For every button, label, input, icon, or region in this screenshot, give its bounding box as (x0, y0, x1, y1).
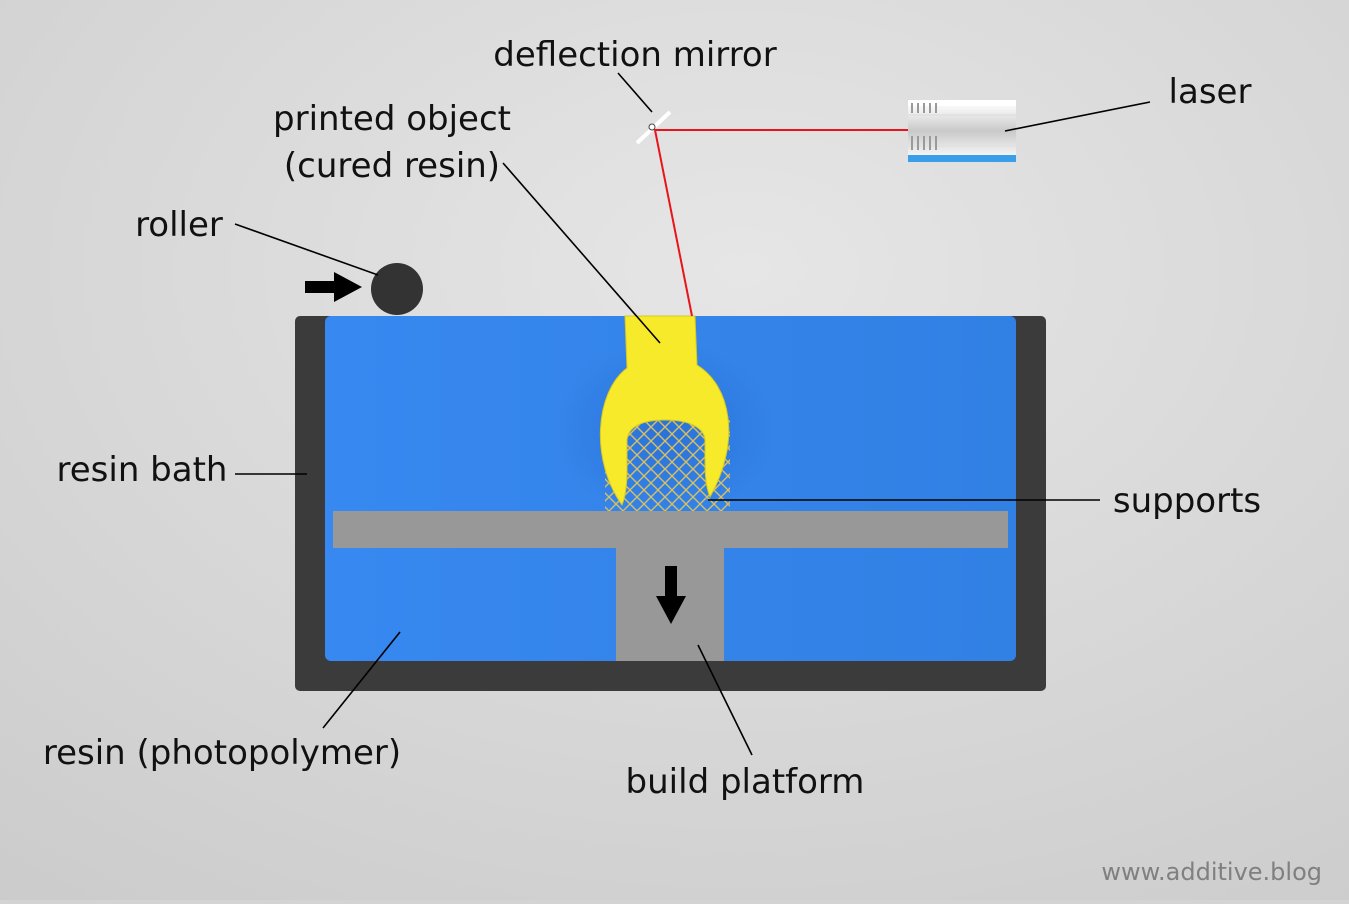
laser-device-icon (908, 100, 1016, 162)
label-deflection-mirror: deflection mirror (493, 35, 776, 75)
label-printed-object: printed object (273, 99, 511, 139)
label-cured-resin: (cured resin) (284, 146, 500, 186)
leader-roller (234, 223, 379, 276)
leader-printed-object (502, 162, 661, 344)
label-resin: resin (photopolymer) (43, 733, 401, 773)
label-resin-bath: resin bath (57, 450, 228, 490)
label-laser: laser (1169, 72, 1252, 112)
printed-object (599, 315, 730, 507)
leader-lines (234, 72, 1151, 756)
watermark: www.additive.blog (1101, 858, 1322, 886)
leader-resin (322, 631, 401, 729)
down-arrow-icon (656, 566, 686, 624)
build-platform (333, 511, 1008, 661)
leader-build-platform (697, 644, 753, 756)
platform-plate (333, 511, 1008, 548)
label-build-platform: build platform (626, 762, 865, 802)
laser-beam (653, 129, 908, 317)
roller-icon (371, 263, 423, 315)
label-roller: roller (135, 205, 223, 245)
label-supports: supports (1113, 481, 1261, 521)
deflection-mirror-icon (635, 110, 672, 145)
leader-deflection-mirror (617, 72, 653, 113)
leader-laser (1004, 101, 1151, 132)
right-arrow-icon (305, 272, 362, 302)
